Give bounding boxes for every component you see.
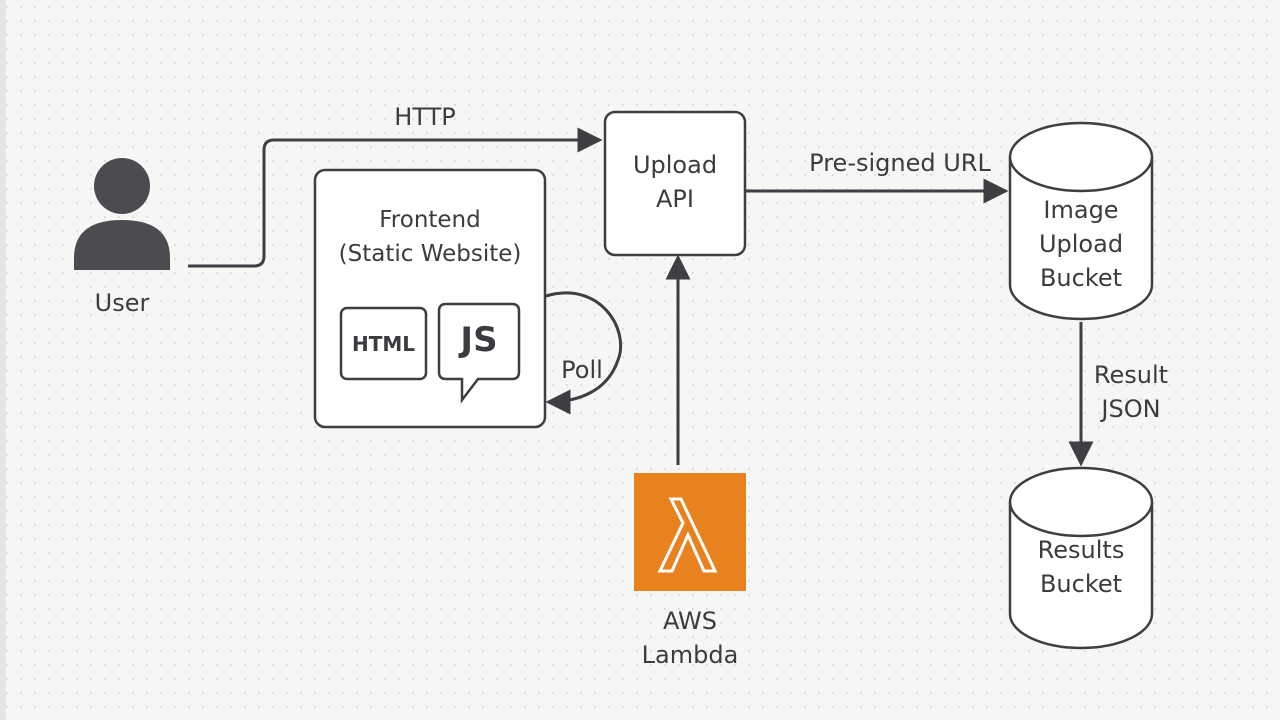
js-badge	[437, 302, 521, 404]
lambda-icon	[634, 473, 746, 591]
upload-api-label: Upload API	[632, 151, 718, 213]
result-json-label: Result JSON	[1093, 361, 1169, 423]
poll-label: Poll	[561, 356, 603, 384]
user-icon	[74, 158, 170, 270]
presigned-url-label: Pre-signed URL	[809, 149, 991, 177]
left-edge	[0, 0, 6, 720]
http-arrow	[188, 127, 603, 268]
html-badge	[339, 306, 428, 381]
poll-loop-arrow	[545, 291, 623, 415]
image-upload-bucket-label: Image Upload Bucket	[1038, 196, 1124, 292]
user-label: User	[94, 289, 150, 317]
aws-lambda-label: AWS Lambda	[641, 607, 739, 669]
js-badge-label: JS	[460, 320, 498, 360]
image-upload-bucket	[1008, 121, 1154, 321]
html-badge-label: HTML	[351, 332, 416, 356]
http-label: HTTP	[394, 103, 456, 131]
results-bucket	[1008, 466, 1154, 650]
results-bucket-label: Results Bucket	[1037, 536, 1125, 598]
frontend-title: Frontend (Static Website)	[338, 207, 522, 267]
